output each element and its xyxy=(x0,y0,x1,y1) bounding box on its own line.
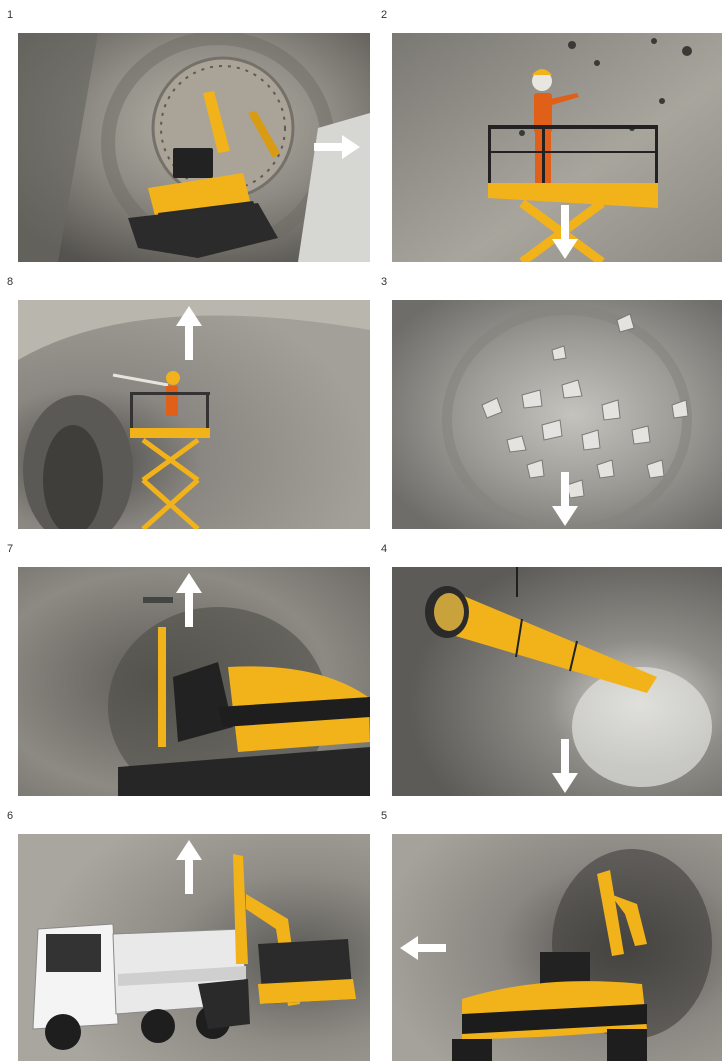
arrow-up-icon xyxy=(176,573,202,627)
step-5-scaling-panel xyxy=(392,834,722,1061)
step-2-charging-panel xyxy=(392,33,722,262)
step-number-7: 7 xyxy=(7,543,13,555)
step-3-blasting-panel xyxy=(392,300,722,529)
arrow-right-icon xyxy=(314,133,360,161)
step-4-ventilation-panel xyxy=(392,567,722,796)
arrow-up-icon xyxy=(176,306,202,360)
arrow-left-icon xyxy=(400,934,446,962)
step-number-8: 8 xyxy=(7,276,13,288)
step-1-drilling-panel xyxy=(18,33,370,262)
step-number-6: 6 xyxy=(7,810,13,822)
step-number-3: 3 xyxy=(381,276,387,288)
step-number-4: 4 xyxy=(381,543,387,555)
arrow-down-icon xyxy=(552,472,578,526)
arrow-down-icon xyxy=(552,739,578,793)
step-number-2: 2 xyxy=(381,9,387,21)
arrow-up-icon xyxy=(176,840,202,894)
step-number-1: 1 xyxy=(7,9,13,21)
arrow-down-icon xyxy=(552,205,578,259)
step-number-5: 5 xyxy=(381,810,387,822)
step-8-shotcrete-panel xyxy=(18,300,370,529)
step-6-loading-panel xyxy=(18,834,370,1061)
step-7-rock-bolting-panel xyxy=(18,567,370,796)
